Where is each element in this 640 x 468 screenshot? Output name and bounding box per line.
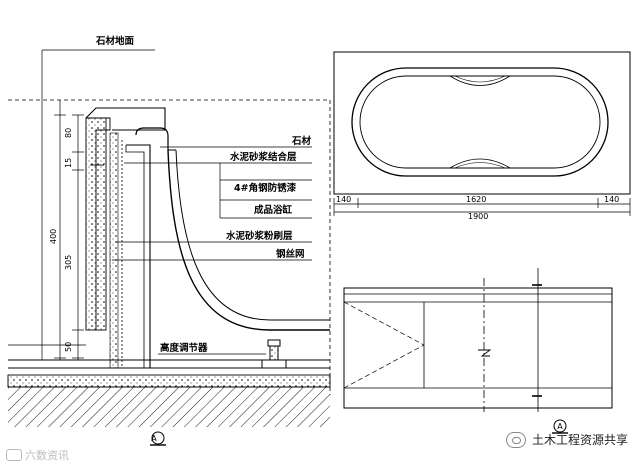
section-detail [7, 49, 331, 446]
section-frame [8, 99, 331, 395]
plan-view [333, 51, 631, 216]
dim-50: 50 [64, 342, 73, 352]
watermark-left-text: 六数资讯 [25, 449, 69, 462]
watermark-right-text: 土木工程资源共享 [531, 433, 628, 447]
wechat-icon [505, 431, 526, 448]
dim-305: 305 [64, 255, 73, 270]
label-floor-finish: 石材地面 [95, 35, 135, 47]
bathtub-wall-outer [167, 149, 330, 331]
slab-hatch [8, 387, 330, 427]
dim-400: 400 [49, 229, 58, 244]
tub-inner [359, 75, 601, 169]
watermark-right: 土木工程资源共享 [505, 431, 628, 448]
watermark-left: 六数资讯 [6, 447, 69, 463]
angle-steel [126, 144, 151, 368]
tub-outer [351, 67, 609, 177]
label-cement-mortar-plaster: 水泥砂浆粉刷层 [226, 230, 293, 242]
dim-80: 80 [64, 128, 73, 138]
label-bathtub: 成品浴缸 [254, 204, 293, 216]
label-angle-steel: 4#角钢防锈漆 [234, 182, 297, 194]
screed-layer [7, 374, 331, 388]
section-marker [151, 431, 165, 445]
elevation-section-marker [553, 419, 567, 433]
bathtub-wall-inner [175, 149, 330, 321]
plan-dim-left: 140 [336, 195, 351, 204]
plan-outline [333, 51, 631, 195]
adjuster-top [267, 339, 281, 347]
label-stone: 石材 [291, 135, 312, 147]
section-mark-label: A [151, 434, 157, 443]
label-cement-mortar-bond: 水泥砂浆结合层 [230, 151, 297, 163]
label-steel-mesh: 钢丝网 [276, 248, 305, 260]
label-height-adjuster: 高度调节器 [160, 342, 208, 354]
elevation-mark-label: A [557, 422, 563, 431]
plan-dim-middle: 1620 [466, 195, 486, 204]
elevation-view [343, 268, 613, 434]
elevation-outline [343, 287, 613, 409]
plan-dim-total: 1900 [468, 212, 488, 221]
bathtub-rim [135, 127, 169, 150]
stone-cap [85, 107, 166, 131]
dim-15: 15 [64, 158, 73, 168]
logo-icon [6, 449, 22, 461]
plan-dim-right: 140 [604, 195, 619, 204]
